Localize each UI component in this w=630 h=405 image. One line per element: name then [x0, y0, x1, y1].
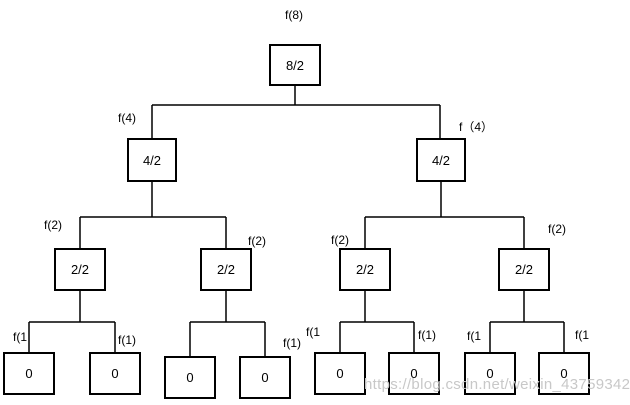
node-lrr: 0	[239, 356, 291, 399]
node-rlr: 0	[388, 352, 440, 395]
node-ll: 2/2	[54, 248, 106, 291]
watermark-text: https://blog.csdn.net/weixin_43759342	[364, 376, 630, 393]
label-lll: f(1	[13, 330, 28, 344]
connector-rl	[339, 291, 415, 352]
connector-right	[364, 182, 525, 248]
recursion-tree-diagram: 8/2 4/2 4/2 2/2 2/2 2/2 2/2 0 0 0 0 0 0 …	[3, 8, 630, 399]
label-lr: f(2)	[248, 234, 266, 248]
node-lll: 0	[3, 352, 55, 395]
label-rrl: f(1	[467, 329, 482, 343]
label-ll: f(2)	[44, 218, 62, 232]
tree-connectors	[28, 86, 565, 356]
label-rll: f(1	[306, 325, 321, 339]
label-l: f(4)	[118, 111, 136, 125]
label-rlr: f(1)	[418, 328, 436, 342]
node-rll: 0	[314, 352, 366, 395]
label-rrr: f(1	[575, 328, 590, 342]
connector-rr	[489, 291, 565, 352]
label-root: f(8)	[285, 8, 303, 22]
node-rrl: 0	[464, 352, 516, 395]
node-rr: 2/2	[498, 248, 550, 291]
node-lr: 2/2	[200, 248, 252, 291]
node-r: 4/2	[416, 138, 466, 182]
label-llr: f(1)	[118, 333, 136, 347]
connector-ll	[28, 291, 116, 352]
connector-root	[151, 86, 441, 138]
label-rl: f(2)	[331, 233, 349, 247]
node-l: 4/2	[127, 138, 177, 182]
label-rr: f(2)	[548, 222, 566, 236]
connector-left	[79, 182, 227, 248]
label-lrr: f(1)	[283, 336, 301, 350]
node-root: 8/2	[269, 44, 321, 86]
connector-lr	[189, 291, 266, 356]
node-llr: 0	[89, 352, 141, 395]
label-r: f（4）	[459, 120, 494, 134]
node-rl: 2/2	[339, 248, 391, 291]
node-rrr: 0	[538, 352, 590, 395]
node-lrl: 0	[164, 356, 216, 399]
